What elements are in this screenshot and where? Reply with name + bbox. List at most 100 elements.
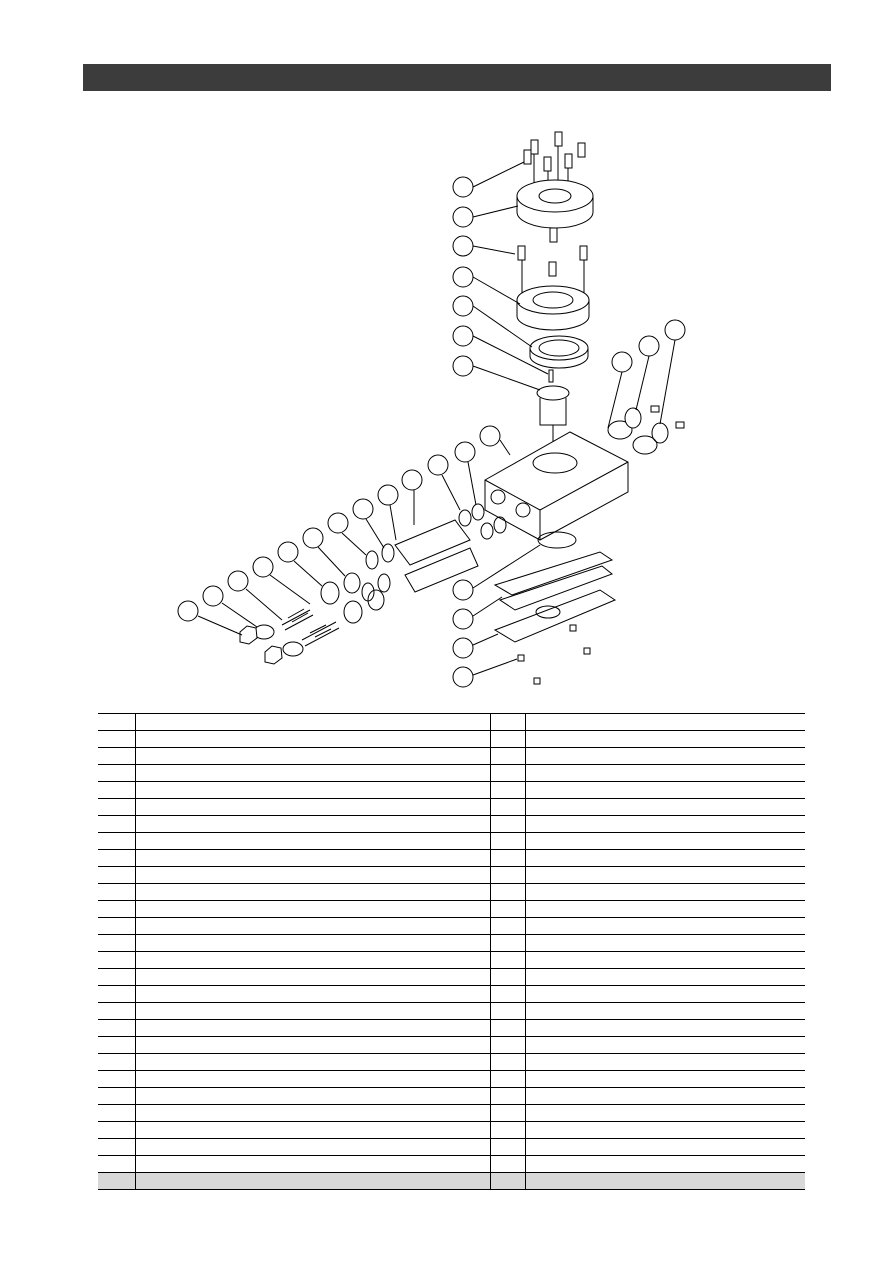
table-cell-no2 [489, 747, 525, 765]
pinion-shaft [536, 369, 570, 450]
table-row [98, 1002, 805, 1020]
table-row [98, 917, 805, 935]
table-row [98, 798, 805, 816]
table-cell-desc2 [524, 815, 805, 833]
table-cell-no2 [489, 1121, 525, 1139]
table-cell-no [98, 1036, 135, 1054]
table-cell-desc2 [524, 1019, 805, 1037]
parts-table [98, 713, 805, 1190]
table-cell-no [98, 985, 135, 1003]
table-cell-no2 [489, 849, 525, 867]
table-cell-desc2 [524, 1087, 805, 1105]
table-cell-no [98, 1002, 135, 1020]
gear-ring [516, 179, 594, 229]
table-cell-no [98, 1104, 135, 1122]
table-cell-desc [134, 747, 490, 765]
table-cell-desc2 [524, 1053, 805, 1071]
table-cell-desc2 [524, 764, 805, 782]
table-cell-no [98, 815, 135, 833]
table-cell-desc2 [524, 747, 805, 765]
table-cell-no [98, 917, 135, 935]
table-cell-no2 [489, 917, 525, 935]
table-cell-desc [134, 968, 490, 986]
table-row [98, 815, 805, 833]
table-cell-desc [134, 1104, 490, 1122]
table-cell-no2 [489, 1087, 525, 1105]
table-cell-no2 [489, 985, 525, 1003]
table-cell-no [98, 866, 135, 884]
table-cell-desc2 [524, 883, 805, 901]
table-row [98, 1053, 805, 1071]
table-cell-no2 [489, 1036, 525, 1054]
table-cell-no [98, 730, 135, 748]
right-end-caps [607, 405, 685, 455]
table-cell-desc2 [524, 968, 805, 986]
washers-nuts [239, 624, 304, 665]
table-cell-desc [134, 917, 490, 935]
table-row [98, 1019, 805, 1037]
table-cell-desc2 [524, 832, 805, 850]
table-cell-no2 [489, 1138, 525, 1156]
table-row [98, 900, 805, 918]
table-cell-no2 [489, 764, 525, 782]
table-cell-no2 [489, 1019, 525, 1037]
table-row [98, 883, 805, 901]
table-cell-desc2 [524, 1172, 805, 1190]
table-cell-no [98, 900, 135, 918]
table-cell-desc2 [524, 713, 805, 731]
piston-assembly [320, 503, 507, 624]
table-row [98, 849, 805, 867]
table-cell-desc [134, 900, 490, 918]
table-total-row [98, 1172, 805, 1190]
header-bar [83, 64, 831, 91]
table-cell-desc [134, 1155, 490, 1173]
table-cell-desc [134, 883, 490, 901]
table-cell-desc [134, 713, 490, 731]
table-row [98, 968, 805, 986]
bottom-plate-gaskets [493, 531, 617, 685]
table-row [98, 951, 805, 969]
table-cell-desc2 [524, 781, 805, 799]
table-cell-no [98, 832, 135, 850]
table-cell-no [98, 934, 135, 952]
table-cell-no2 [489, 815, 525, 833]
table-cell-no [98, 849, 135, 867]
table-cell-desc2 [524, 1121, 805, 1139]
table-cell-desc [134, 1087, 490, 1105]
table-cell-no2 [489, 934, 525, 952]
table-row [98, 934, 805, 952]
table-cell-no [98, 1019, 135, 1037]
table-row [98, 832, 805, 850]
table-row [98, 1036, 805, 1054]
table-cell-no2 [489, 1053, 525, 1071]
table-cell-desc2 [524, 934, 805, 952]
table-cell-desc [134, 1019, 490, 1037]
table-cell-desc2 [524, 900, 805, 918]
table-cell-desc2 [524, 849, 805, 867]
table-cell-desc2 [524, 1104, 805, 1122]
table-cell-desc2 [524, 1138, 805, 1156]
table-cell-no2 [489, 900, 525, 918]
table-cell-desc2 [524, 917, 805, 935]
table-row [98, 781, 805, 799]
table-row [98, 985, 805, 1003]
exploded-view-diagram [177, 131, 686, 688]
table-cell-desc2 [524, 1070, 805, 1088]
table-cell-desc2 [524, 798, 805, 816]
table-cell-no [98, 1172, 135, 1190]
table-cell-no [98, 713, 135, 731]
mounting-plate [516, 285, 590, 331]
table-cell-desc2 [524, 1036, 805, 1054]
table-cell-no2 [489, 781, 525, 799]
table-cell-desc [134, 849, 490, 867]
table-cell-no [98, 781, 135, 799]
table-cell-no [98, 951, 135, 969]
table-row [98, 730, 805, 748]
table-cell-desc [134, 781, 490, 799]
table-cell-desc [134, 798, 490, 816]
table-cell-no2 [489, 1002, 525, 1020]
body-housing [484, 431, 629, 541]
table-cell-no [98, 798, 135, 816]
table-cell-desc [134, 951, 490, 969]
table-row [98, 1104, 805, 1122]
